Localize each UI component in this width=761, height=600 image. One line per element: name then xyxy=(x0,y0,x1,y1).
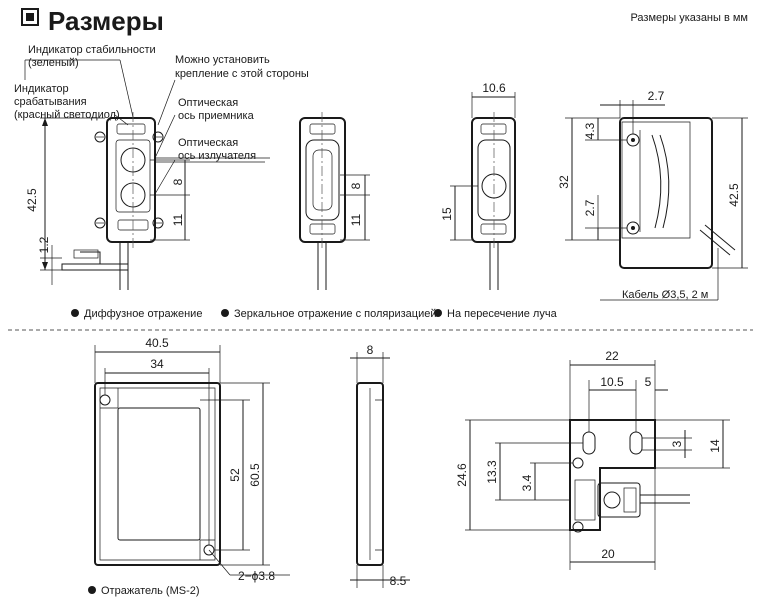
dim-1-2: 1.2 xyxy=(37,236,51,253)
units-note: Размеры указаны в мм xyxy=(630,12,748,24)
bullet-icon xyxy=(434,309,442,317)
legend-polarized: Зеркальное отражение с поляризацией xyxy=(234,308,436,320)
operation-indicator-label-1: Индикатор xyxy=(14,83,69,95)
legend-bottom: Отражатель (MS-2) xyxy=(88,585,200,597)
bracket-view: 22 10.5 5 3 14 24.6 13.3 3.4 20 xyxy=(455,349,730,570)
stability-indicator-label-2: (зеленый) xyxy=(28,57,79,69)
emitter-axis-label-2: ось излучателя xyxy=(178,150,256,162)
dim-5: 5 xyxy=(645,375,652,389)
dim-8: 8 xyxy=(367,343,374,357)
receiver-axis-label-1: Оптическая xyxy=(178,97,238,109)
dim-42-5-right: 42.5 xyxy=(727,183,741,207)
cable-label: Кабель Ø3,5, 2 м xyxy=(622,289,708,301)
sensor-front-view-polarized: 8 11 xyxy=(299,112,370,290)
legend-diffuse: Диффузное отражение xyxy=(84,308,202,320)
dim-34: 34 xyxy=(150,357,164,371)
sensor-side-view: 2.7 4.3 32 2.7 42.5 Кабель Ø3,5, 2 м xyxy=(557,89,748,301)
page-title: Размеры xyxy=(48,6,164,36)
dim-60-5: 60.5 xyxy=(248,463,262,487)
sensor-front-view-throughbeam: 10.6 15 xyxy=(440,81,516,290)
dim-13-3: 13.3 xyxy=(485,460,499,484)
header: Размеры Размеры указаны в мм xyxy=(21,6,748,36)
dim-4-3: 4.3 xyxy=(583,122,597,139)
dim-20: 20 xyxy=(601,547,615,561)
stability-indicator-label-1: Индикатор стабильности xyxy=(28,44,156,56)
operation-indicator-label-2: срабатывания xyxy=(14,96,87,108)
dim-8-a: 8 xyxy=(171,178,185,185)
legend-throughbeam: На пересечение луча xyxy=(447,308,558,320)
dim-15: 15 xyxy=(440,207,454,221)
callout-leaders xyxy=(24,59,270,195)
operation-indicator-label-3: (красный светодиод) xyxy=(14,109,120,121)
dim-40-5: 40.5 xyxy=(145,336,169,350)
mount-side-label-2: крепление с этой стороны xyxy=(175,68,309,80)
receiver-axis-label-2: ось приемника xyxy=(178,110,255,122)
bullet-icon xyxy=(71,309,79,317)
legend-top: Диффузное отражение Зеркальное отражение… xyxy=(71,308,558,320)
dim-3-4: 3.4 xyxy=(520,474,534,491)
dim-24-6: 24.6 xyxy=(455,463,469,487)
dim-2-7-side: 2.7 xyxy=(583,199,597,216)
reflector-side-view: 8 8.5 xyxy=(350,343,410,588)
dim-52: 52 xyxy=(228,468,242,482)
sensor-front-view-diffuse xyxy=(61,112,164,290)
dim-32: 32 xyxy=(557,175,571,189)
dim-3: 3 xyxy=(670,440,684,447)
dim-14: 14 xyxy=(708,439,722,453)
title-box-fill xyxy=(26,13,34,21)
bullet-icon xyxy=(88,586,96,594)
reflector-front-view: 40.5 34 52 60.5 2−ϕ3.8 xyxy=(94,336,290,583)
bullet-icon xyxy=(221,309,229,317)
dim-10-5: 10.5 xyxy=(600,375,624,389)
title-box-icon xyxy=(21,8,39,26)
dim-10-6: 10.6 xyxy=(482,81,506,95)
legend-reflector: Отражатель (MS-2) xyxy=(101,585,200,597)
dim-11-b: 11 xyxy=(349,213,363,226)
dim-2-7-top: 2.7 xyxy=(648,89,665,103)
dim-holes: 2−ϕ3.8 xyxy=(238,569,275,583)
dim-22: 22 xyxy=(605,349,619,363)
mount-side-label-1: Можно установить xyxy=(175,54,270,66)
dims-view1: 42.5 1.2 8 11 xyxy=(25,117,190,285)
dim-8-b: 8 xyxy=(349,182,363,189)
dim-11-a: 11 xyxy=(171,213,185,226)
dim-8-5: 8.5 xyxy=(390,574,407,588)
emitter-axis-label-1: Оптическая xyxy=(178,137,238,149)
dim-42-5-left: 42.5 xyxy=(25,188,39,212)
